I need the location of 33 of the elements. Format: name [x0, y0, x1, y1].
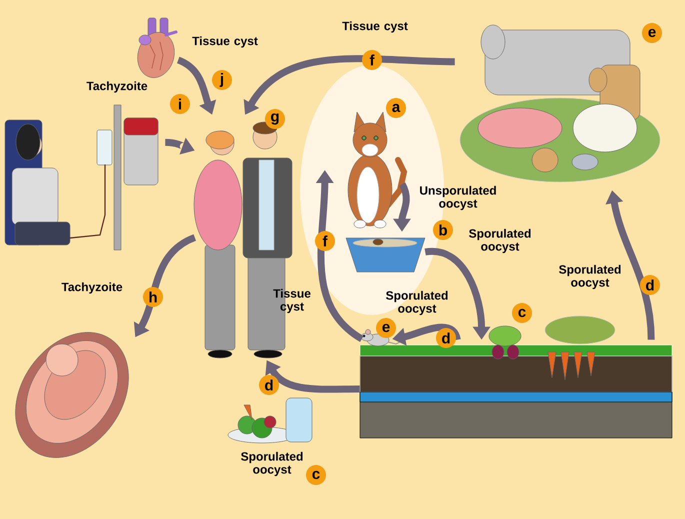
- edge-label: Sporulated oocyst: [559, 264, 621, 290]
- callout-letter: f: [362, 50, 382, 70]
- callout-letter: d: [259, 375, 279, 395]
- caption-text: Sporulated oocyst: [241, 452, 303, 476]
- blood-transfusion-drawing: [4, 104, 158, 250]
- edge-label: Sporulated oocyst: [386, 290, 448, 316]
- callout-letter: c: [512, 302, 532, 323]
- callout-letter: e: [376, 318, 396, 338]
- callout-letter: c: [306, 464, 326, 485]
- callout-letter: b: [433, 220, 453, 240]
- callout-letter: g: [265, 109, 285, 129]
- callout-letter: h: [143, 286, 163, 307]
- edge-label: Unsporulated oocyst: [420, 186, 496, 210]
- callout-letter: f: [315, 231, 335, 251]
- callout-letter: a: [386, 98, 406, 118]
- edge-label: Tachyzoite: [62, 282, 122, 294]
- callout-letter: d: [436, 328, 456, 348]
- litter-box-drawing: [346, 238, 426, 272]
- edge-label: Sporulated oocyst: [469, 228, 531, 254]
- cat-drawing: [348, 112, 408, 228]
- soil-drawing: [360, 316, 672, 438]
- callout-letter: e: [642, 23, 662, 43]
- livestock-drawing: [460, 24, 660, 182]
- food-drawing: [228, 398, 312, 444]
- fetus-drawing: [15, 332, 129, 458]
- heart-drawing: [137, 18, 178, 78]
- edge-label: Tissue cyst: [342, 21, 408, 33]
- edge-label: Tissue cyst: [273, 288, 310, 314]
- callout-letter: d: [640, 275, 660, 295]
- text-label: Tachyzoite: [86, 81, 148, 93]
- callout-letter: j: [212, 70, 232, 90]
- caption-text: Tissue cyst: [192, 36, 258, 48]
- callout-letter: i: [170, 94, 190, 114]
